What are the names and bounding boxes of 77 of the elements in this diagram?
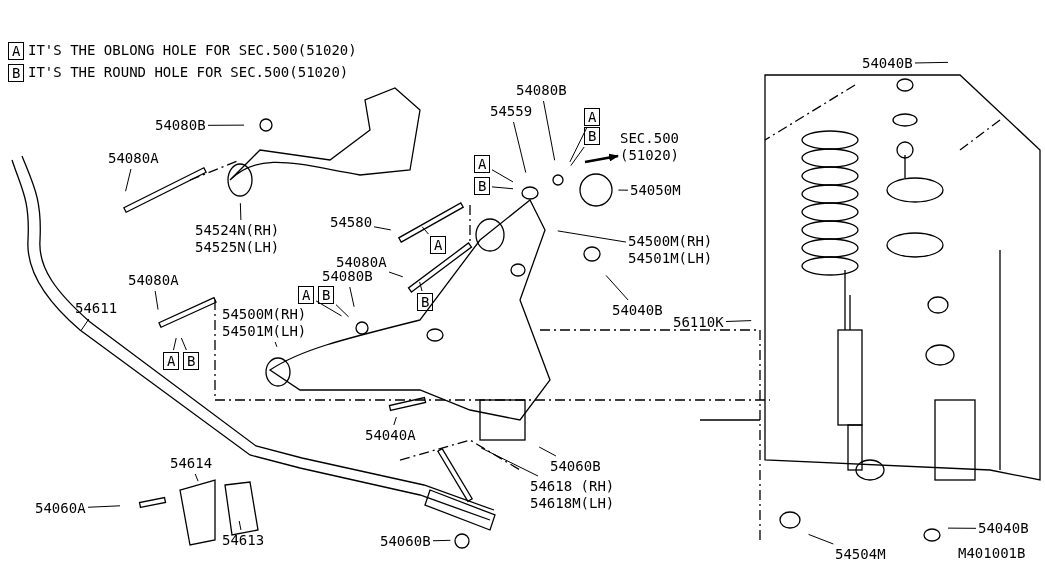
arrow	[584, 153, 619, 164]
part-number: 54080A	[128, 272, 179, 289]
leader-line	[808, 533, 834, 545]
leader-line	[388, 271, 404, 278]
part-number: 54080B	[155, 117, 206, 134]
note-text: IT'S THE OBLONG HOLE FOR SEC.500(51020)	[28, 42, 357, 59]
leader-line	[373, 226, 392, 231]
leader-line	[335, 304, 350, 318]
part-number: SEC.500 (51020)	[620, 130, 713, 164]
leader-line	[543, 100, 556, 161]
leader-line	[513, 121, 527, 173]
part-number: 54580	[330, 214, 373, 231]
leader-line	[125, 168, 132, 192]
part-number: 54080B	[322, 268, 373, 285]
part-number: 54614	[170, 455, 213, 472]
leader-line	[480, 447, 539, 477]
leader-line	[432, 539, 451, 542]
leader-line	[421, 226, 429, 235]
leader-line	[173, 337, 177, 351]
part-number: 54060B	[550, 458, 601, 475]
leader-line	[605, 274, 629, 301]
drawing-number: M401001B	[958, 545, 1026, 562]
leader-line	[239, 202, 242, 221]
part-number: 54524N(RH) 54525N(LH)	[195, 222, 288, 256]
leader-line	[569, 127, 588, 163]
part-number: 54559	[490, 103, 533, 120]
part-number: 54500M(RH) 54501M(LH)	[222, 306, 315, 340]
part-number: 54613	[222, 532, 265, 549]
part-number: 54080A	[336, 254, 387, 271]
part-number: 54040B	[978, 520, 1029, 537]
leader-line	[207, 124, 245, 126]
boxed-letter: A	[474, 155, 491, 173]
leader-line	[491, 186, 514, 190]
boxed-letter: B	[8, 64, 25, 82]
part-number: 56110K	[673, 314, 724, 331]
leader-line	[419, 281, 423, 292]
part-number: 54040A	[365, 427, 416, 444]
leader-line	[491, 169, 514, 183]
boxed-letter: A	[298, 286, 315, 304]
part-number: 54080B	[516, 82, 567, 99]
boxed-letter: B	[318, 286, 335, 304]
leader-line	[180, 337, 187, 351]
boxed-letter: A	[8, 42, 25, 60]
boxed-letter: A	[163, 352, 180, 370]
leader-line	[914, 61, 949, 64]
boxed-letter: A	[584, 108, 601, 126]
leader-line	[154, 290, 159, 311]
part-number: 54080A	[108, 150, 159, 167]
leader-line	[393, 416, 397, 426]
part-number: 54050M	[630, 182, 681, 199]
leader-line	[80, 318, 90, 331]
leader-line	[87, 505, 121, 508]
leader-line	[570, 146, 585, 167]
boxed-letter: B	[584, 127, 601, 145]
part-number: 54040B	[612, 302, 663, 319]
boxed-letter: A	[430, 236, 447, 254]
leader-line	[194, 473, 199, 482]
leader-line	[557, 230, 627, 243]
part-number: 54504M	[835, 546, 886, 563]
leader-line	[349, 286, 355, 308]
part-number: 54060B	[380, 533, 431, 550]
leader-line	[947, 527, 977, 529]
leader-line	[274, 341, 278, 348]
note-text: IT'S THE ROUND HOLE FOR SEC.500(51020)	[28, 64, 349, 81]
part-number: 54611	[75, 300, 118, 317]
boxed-letter: B	[474, 177, 491, 195]
boxed-letter: B	[417, 293, 434, 311]
part-number: 54618 (RH) 54618M(LH)	[530, 478, 623, 512]
boxed-letter: B	[183, 352, 200, 370]
part-number: 54500M(RH) 54501M(LH)	[628, 233, 721, 267]
leader-line	[315, 300, 342, 317]
leader-line	[725, 320, 752, 322]
leader-line	[617, 189, 629, 191]
leader-line	[538, 446, 557, 457]
leader-line	[238, 520, 242, 531]
part-number: 54040B	[862, 55, 913, 72]
part-number: 54060A	[35, 500, 86, 517]
